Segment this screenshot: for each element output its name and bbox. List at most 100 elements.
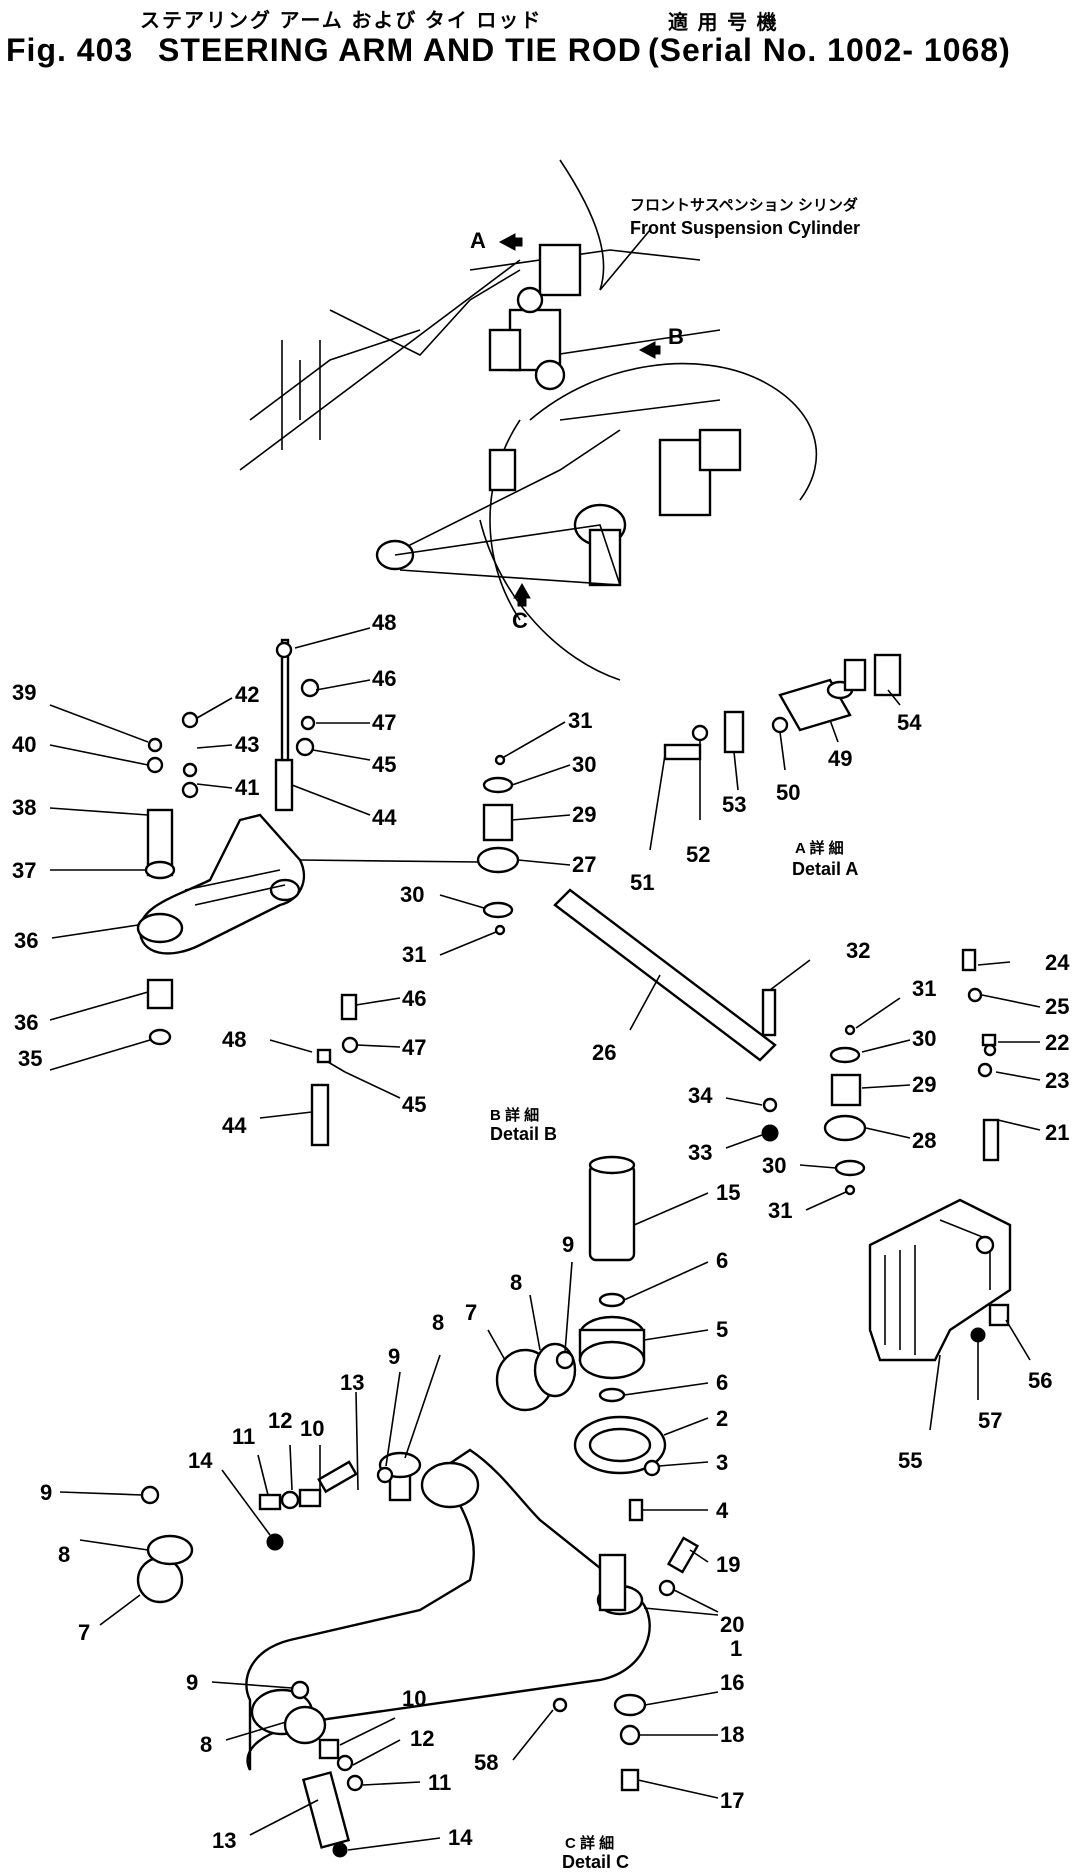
callout-8c: 8: [510, 1270, 522, 1295]
callout-57: 57: [978, 1408, 1002, 1433]
callout-32: 32: [846, 938, 870, 963]
callout-36b: 36: [14, 1010, 38, 1035]
callout-47: 47: [372, 710, 396, 735]
serial-text: Serial No. 1002- 1068: [659, 32, 1000, 68]
callout-30d: 30: [762, 1153, 786, 1178]
callout-53: 53: [722, 792, 746, 817]
callout-52: 52: [686, 842, 710, 867]
callout-6a: 6: [716, 1248, 728, 1273]
callout-37: 37: [12, 858, 36, 883]
callout-51: 51: [630, 870, 654, 895]
tie-rod-assembly: [476, 754, 867, 1196]
callout-2: 2: [716, 1406, 728, 1431]
callout-45: 45: [372, 752, 396, 777]
callout-13a: 13: [340, 1370, 364, 1395]
detail-a: A 詳 細 Detail A: [663, 653, 902, 879]
serial-japanese: 適 用 号 機: [668, 12, 779, 34]
callout-29a: 29: [572, 802, 596, 827]
detail-b-label: Detail B: [490, 1124, 557, 1144]
callout-18: 18: [720, 1722, 744, 1747]
callout-24: 24: [1045, 950, 1070, 975]
callout-9c: 9: [562, 1232, 574, 1257]
callout-30b: 30: [400, 882, 424, 907]
callout-31a: 31: [568, 708, 592, 733]
callout-48: 48: [372, 610, 396, 635]
callout-6b: 6: [716, 1370, 728, 1395]
callout-31d: 31: [768, 1198, 792, 1223]
callout-33: 33: [688, 1140, 712, 1165]
callout-27: 27: [572, 852, 596, 877]
callout-47b: 47: [402, 1035, 426, 1060]
overview-assembly: A B C フロントサスペンション シリンダ Front Suspension …: [239, 159, 860, 681]
callout-43: 43: [235, 732, 259, 757]
callout-22: 22: [1045, 1030, 1069, 1055]
callout-50: 50: [776, 780, 800, 805]
callout-49: 49: [828, 746, 852, 771]
callout-21: 21: [1045, 1120, 1069, 1145]
callout-9b: 9: [388, 1344, 400, 1369]
steering-arm-assembly: [136, 638, 481, 1046]
callout-9d: 9: [186, 1670, 198, 1695]
detail-c: C 詳 細 Detail C: [136, 1155, 700, 1872]
callout-31c: 31: [912, 976, 936, 1001]
callout-44b: 44: [222, 1113, 247, 1138]
figure-number: Fig. 403: [6, 32, 134, 68]
callout-1: 1: [730, 1636, 742, 1661]
callout-14b: 14: [448, 1825, 473, 1850]
callout-38: 38: [12, 795, 36, 820]
callout-17: 17: [720, 1788, 744, 1813]
detail-c-label: Detail C: [562, 1852, 629, 1872]
callout-58: 58: [474, 1750, 498, 1775]
callout-8d: 8: [200, 1732, 212, 1757]
callout-3: 3: [716, 1450, 728, 1475]
callout-56: 56: [1028, 1368, 1052, 1393]
callout-39: 39: [12, 680, 36, 705]
bracket-assembly: [868, 948, 1012, 1362]
callout-46: 46: [372, 666, 396, 691]
callout-14a: 14: [188, 1448, 213, 1473]
callout-7b: 7: [465, 1300, 477, 1325]
callout-36a: 36: [14, 928, 38, 953]
callout-42: 42: [235, 682, 259, 707]
title-japanese: ステアリング アーム および タイ ロッド: [140, 10, 543, 32]
callout-15: 15: [716, 1180, 740, 1205]
callout-23: 23: [1045, 1068, 1069, 1093]
callout-9a: 9: [40, 1480, 52, 1505]
callout-16: 16: [720, 1670, 744, 1695]
arrow-a-label: A: [470, 228, 486, 253]
callout-19: 19: [716, 1552, 740, 1577]
callout-40: 40: [12, 732, 36, 757]
page-title: STEERING ARM AND TIE ROD: [158, 32, 642, 68]
callout-7a: 7: [78, 1620, 90, 1645]
callout-26: 26: [592, 1040, 616, 1065]
front-suspension-label-jp: フロントサスペンション シリンダ: [630, 196, 858, 214]
callout-8b: 8: [432, 1310, 444, 1335]
callout-46b: 46: [402, 986, 426, 1011]
detail-b: B 詳 細 Detail B: [310, 993, 557, 1147]
callout-45b: 45: [402, 1092, 426, 1117]
callout-44: 44: [372, 805, 397, 830]
callouts: 48 46 47 45 44 39 40 38 37 36 36 35 42 4…: [12, 610, 1070, 1853]
callout-28: 28: [912, 1128, 936, 1153]
callout-29b: 29: [912, 1072, 936, 1097]
callout-30a: 30: [572, 752, 596, 777]
arrow-c-label: C: [512, 608, 528, 633]
detail-b-label-jp: B 詳 細: [490, 1106, 539, 1124]
callout-48b: 48: [222, 1027, 246, 1052]
detail-c-label-jp: C 詳 細: [565, 1834, 614, 1852]
callout-55: 55: [898, 1448, 922, 1473]
detail-a-label-jp: A 詳 細: [795, 839, 844, 857]
detail-a-label: Detail A: [792, 859, 858, 879]
serial-range: (Serial No. 1002- 1068): [648, 32, 1011, 68]
callout-20: 20: [720, 1612, 744, 1637]
callout-41: 41: [235, 775, 259, 800]
callout-4: 4: [716, 1498, 729, 1523]
callout-35: 35: [18, 1046, 42, 1071]
callout-13b: 13: [212, 1828, 236, 1853]
callout-12a: 12: [268, 1408, 292, 1433]
arrow-b-label: B: [668, 324, 684, 349]
callout-54: 54: [897, 710, 922, 735]
callout-31b: 31: [402, 942, 426, 967]
callout-10b: 10: [402, 1686, 426, 1711]
